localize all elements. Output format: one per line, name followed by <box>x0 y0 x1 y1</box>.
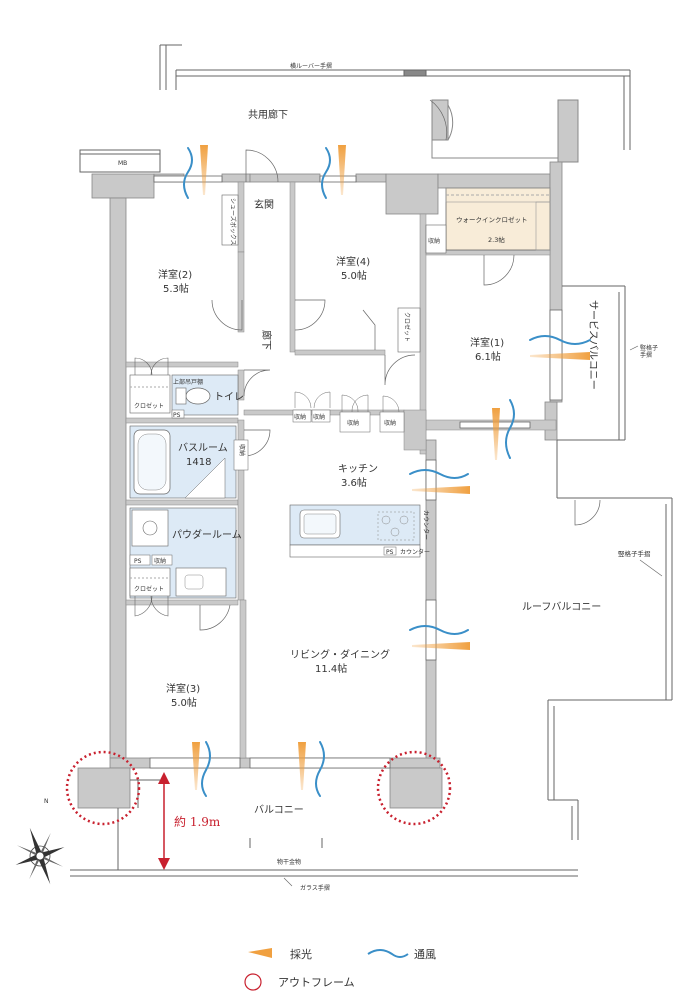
balcony-label: バルコニー <box>254 804 304 816</box>
closet-room3-label: クロゼット <box>134 585 164 593</box>
legend-wind-label: 通風 <box>414 948 436 961</box>
glass-handrail-label: ガラス手摺 <box>300 884 330 892</box>
toilet: 上部吊戸棚 トイレ PS <box>171 374 244 419</box>
shoes-box: シューズボックス <box>221 194 239 246</box>
storage-label-h1: 収納 <box>294 413 306 421</box>
mb-box: MB <box>79 149 161 173</box>
storage-label-1: 収納 <box>428 237 440 245</box>
mb-label: MB <box>118 160 127 167</box>
ps-label-kitchen: PS <box>386 549 394 556</box>
walkin-size-label: 2.3帖 <box>488 235 505 244</box>
storage-near-walkin: 収納 <box>425 224 447 254</box>
living-size: 11.4帖 <box>315 662 347 675</box>
room1-size: 6.1帖 <box>475 350 501 363</box>
closet-room4: クロゼット <box>397 307 421 353</box>
walkin-closet: ウォークインクロゼット 2.3帖 <box>445 187 551 251</box>
legend-outframe-icon <box>244 973 262 991</box>
living-label: リビング・ダイニング <box>290 648 390 661</box>
top-louver-handrail <box>159 44 631 150</box>
storage-label-h4: 収納 <box>384 419 396 427</box>
vertical-lattice-label-2: 竪格子手摺 <box>618 549 651 558</box>
closet-room3: クロゼット <box>129 567 171 617</box>
bathroom: バスルーム 1418 <box>129 425 237 499</box>
upper-cabinet-label: 上部吊戸棚 <box>173 378 203 386</box>
counter-vertical-label: カウンター <box>422 510 430 540</box>
closet-room2: クロゼット <box>129 357 171 414</box>
legend-outframe-label: アウトフレーム <box>278 976 355 989</box>
ps-label-2: PS <box>134 558 142 565</box>
storage-label-powder: 収納 <box>154 557 166 565</box>
clothes-hanger-label: 物干金物 <box>277 858 301 866</box>
light-arrows <box>192 145 590 790</box>
room3-size: 5.0帖 <box>171 696 197 709</box>
balcony-depth-dimension <box>158 772 170 870</box>
room4-size: 5.0帖 <box>341 269 367 282</box>
wind-marks <box>183 147 591 797</box>
balcony-depth-label: 約 1.9m <box>174 814 221 829</box>
roof-balcony <box>547 440 673 840</box>
roof-balcony-label: ルーフバルコニー <box>522 601 601 613</box>
storage-label-bath: 収納 <box>238 444 246 456</box>
room1-label: 洋室(1) <box>470 336 504 349</box>
legend-light-label: 採光 <box>290 947 312 961</box>
shoes-box-label: シューズボックス <box>229 198 237 246</box>
walkin-label: ウォークインクロゼット <box>456 215 528 224</box>
doors <box>199 99 601 631</box>
bathroom-label: バスルーム <box>178 442 228 454</box>
kitchen: キッチン 3.6帖 カウンター PS カウンター <box>289 463 430 558</box>
kitchen-size: 3.6帖 <box>341 476 367 489</box>
corridor-top-right-structure <box>431 99 579 163</box>
vertical-lattice-label-1: 竪格子手摺 <box>640 344 658 359</box>
storage-label-h2: 収納 <box>313 413 325 421</box>
closet-room2-label: クロゼット <box>134 402 164 410</box>
corridor-label: 廊下 <box>260 330 273 350</box>
counter-label: カウンター <box>400 548 430 556</box>
storage-next-bath: 収納 <box>233 439 249 471</box>
balcony-outline <box>70 779 578 877</box>
room4-label: 洋室(4) <box>336 255 370 268</box>
service-balcony-label: サービスバルコニー <box>587 300 599 390</box>
storage-label-h3: 収納 <box>347 419 359 427</box>
toilet-label: トイレ <box>214 392 244 403</box>
ps-label-1: PS <box>173 412 181 419</box>
kitchen-label: キッチン <box>338 463 378 475</box>
outframe-markers <box>65 750 452 826</box>
louver-handrail-label: 横ルーバー手摺 <box>290 62 332 70</box>
legend-wind-icon <box>367 949 409 958</box>
closet-room4-label: クロゼット <box>403 312 411 342</box>
legend-light-icon <box>248 948 272 958</box>
service-balcony: サービスバルコニー 竪格子手摺 <box>557 285 658 441</box>
north-compass <box>15 827 65 885</box>
north-label: N <box>44 798 49 805</box>
powder-room-label: パウダールーム <box>172 528 242 541</box>
room3-label: 洋室(3) <box>166 682 200 695</box>
legend: 採光 通風 アウトフレーム <box>244 947 436 991</box>
bathroom-size: 1418 <box>186 457 211 468</box>
room2-size: 5.3帖 <box>163 282 189 295</box>
room2-label: 洋室(2) <box>158 268 192 281</box>
genkan-label: 玄関 <box>254 198 274 211</box>
hallway-storage: 収納 収納 収納 収納 <box>292 391 405 433</box>
common-corridor-label: 共用廊下 <box>248 108 288 121</box>
